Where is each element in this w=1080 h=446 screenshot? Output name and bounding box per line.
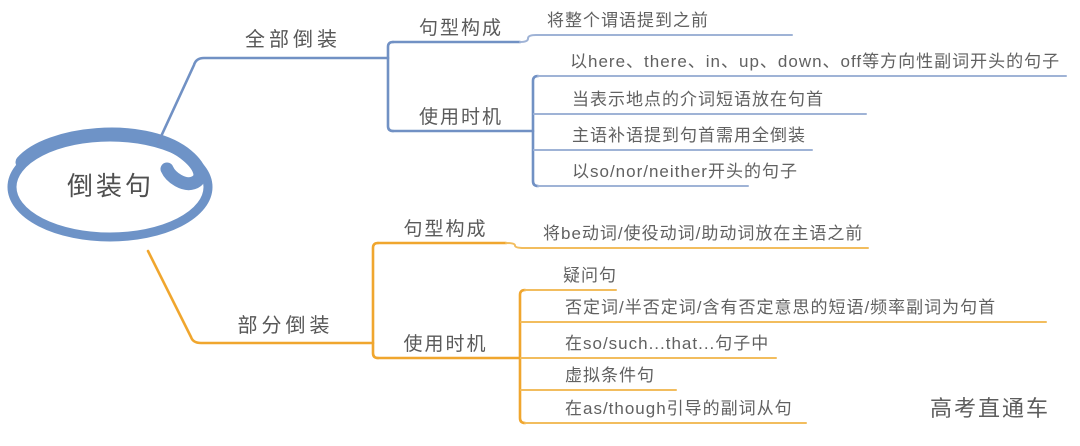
branch-lines-full-inversion	[156, 40, 540, 188]
subtopic-full-usage-timing[interactable]: 使用时机	[418, 107, 503, 128]
leaf-lines-full-inversion	[519, 34, 1067, 187]
leaf-full-usage-4[interactable]: 以so/nor/neither开头的句子	[572, 162, 798, 181]
leaf-partial-usage-1[interactable]: 疑问句	[563, 266, 617, 285]
subtopic-partial-usage-timing[interactable]: 使用时机	[403, 334, 488, 355]
branch-full-inversion[interactable]: 全部倒装	[245, 29, 341, 51]
leaf-lines-partial-inversion	[505, 242, 1047, 424]
leaf-full-usage-2[interactable]: 当表示地点的介词短语放在句首	[572, 90, 824, 109]
watermark-gaokao-express: 高考直通车	[930, 396, 1051, 421]
leaf-full-usage-1[interactable]: 以here、there、in、up、down、off等方向性副词开头的句子	[570, 52, 1061, 71]
subtopic-full-sentence-pattern[interactable]: 句型构成	[418, 18, 503, 39]
leaf-full-usage-3[interactable]: 主语补语提到句首需用全倒装	[572, 126, 806, 145]
root-ellipse-shape	[7, 127, 213, 242]
leaf-partial-usage-5[interactable]: 在as/though引导的副词从句	[565, 399, 793, 418]
leaf-full-pattern-detail[interactable]: 将整个谓语提到之前	[547, 11, 709, 30]
branch-partial-inversion[interactable]: 部分倒装	[237, 315, 334, 337]
leaf-partial-usage-4[interactable]: 虚拟条件句	[565, 366, 655, 385]
root-topic-inverted-sentence[interactable]: 倒装句	[66, 171, 154, 201]
branch-lines-partial-inversion	[146, 241, 527, 425]
subtopic-partial-sentence-pattern[interactable]: 句型构成	[403, 219, 488, 240]
leaf-partial-pattern-detail[interactable]: 将be动词/使役动词/助动词放在主语之前	[543, 224, 864, 243]
leaf-partial-usage-3[interactable]: 在so/such...that...句子中	[565, 334, 770, 353]
leaf-partial-usage-2[interactable]: 否定词/半否定词/含有否定意思的短语/频率副词为句首	[565, 298, 997, 317]
